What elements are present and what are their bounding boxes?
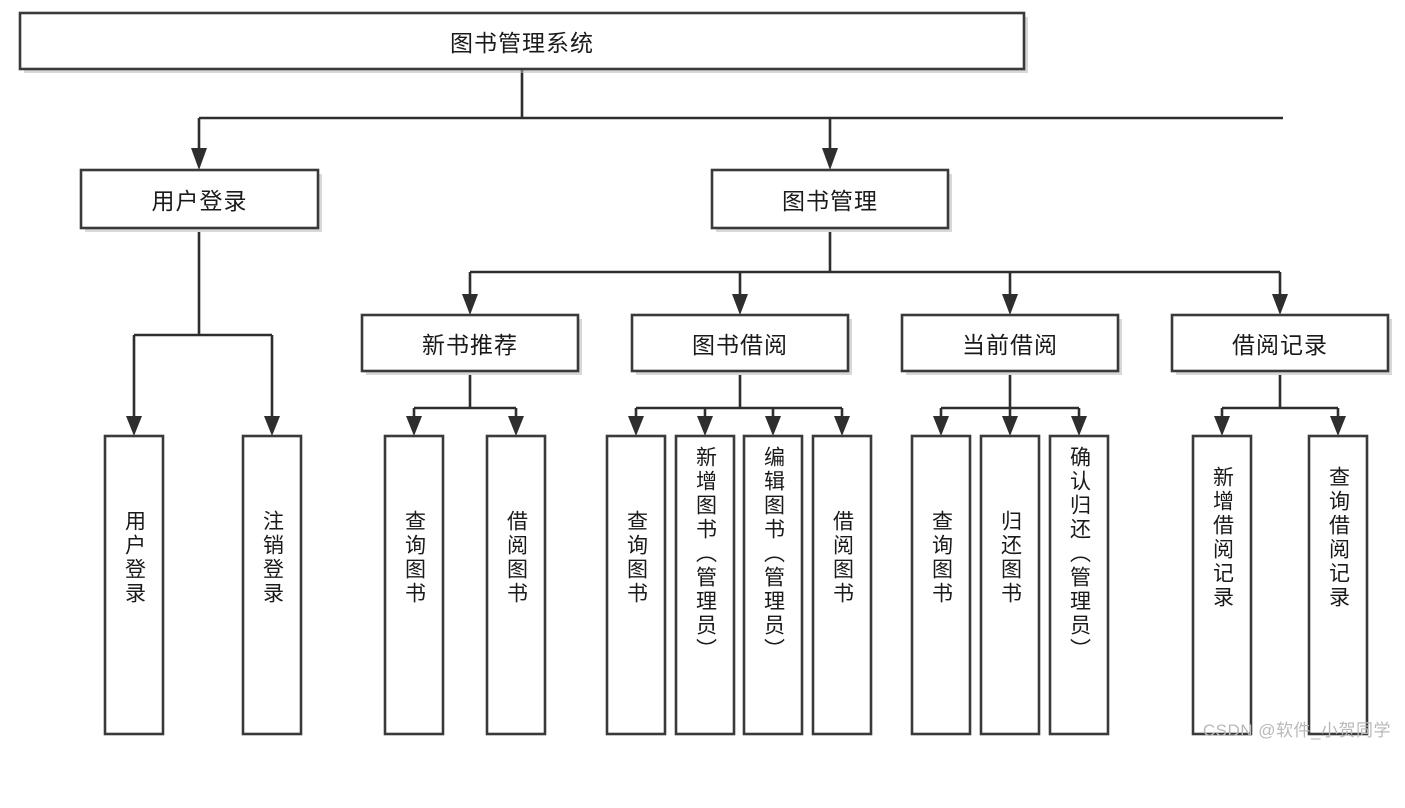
arrow-head-icon [406, 416, 422, 436]
box-outline [811, 434, 873, 736]
arrow-head-icon [933, 416, 949, 436]
connector-bookmanage-to-level3 [462, 232, 1288, 315]
node-leaf-book-borrow-3[interactable] [742, 434, 804, 736]
box-outline [1048, 434, 1110, 736]
box-outline [1191, 434, 1253, 736]
box-outline [79, 168, 320, 230]
node-leaf-new-book-2[interactable] [485, 434, 547, 736]
connector-borrowrecord-to-leaves [1214, 375, 1346, 436]
node-book-management[interactable] [710, 168, 952, 232]
box-outline [103, 434, 165, 736]
box-outline [742, 434, 804, 736]
flowchart-canvas: 图书管理系统 用户登录 图书管理 新书推荐 图书借阅 当前借阅 借阅记录 用户登… [18, 11, 1392, 740]
flowchart-svg [18, 11, 1392, 736]
connector-userlogin-to-leaves [126, 232, 280, 436]
box-outline [605, 434, 667, 736]
connector-newbook-to-leaves [406, 375, 524, 436]
node-leaf-user-login-2[interactable] [241, 434, 303, 736]
box-outline [241, 434, 303, 736]
arrow-head-icon [126, 416, 142, 436]
box-outline [18, 11, 1026, 71]
arrow-head-icon [462, 294, 478, 315]
node-leaf-current-borrow-2[interactable] [979, 434, 1041, 736]
arrow-head-icon [628, 416, 644, 436]
arrow-head-icon [1071, 416, 1087, 436]
node-book-borrow[interactable] [630, 313, 852, 375]
connector-bookborrow-to-leaves [628, 375, 850, 436]
box-outline [383, 434, 445, 736]
box-outline [1170, 313, 1390, 373]
arrow-head-icon [1002, 416, 1018, 436]
arrow-head-icon [191, 148, 207, 170]
connector-currentborrow-to-leaves [933, 375, 1087, 436]
box-outline [1307, 434, 1369, 736]
box-outline [360, 313, 580, 373]
connector-root-to-level2 [191, 69, 1283, 170]
arrow-head-icon [508, 416, 524, 436]
node-leaf-user-login-1[interactable] [103, 434, 165, 736]
box-outline [674, 434, 736, 736]
node-root[interactable] [18, 11, 1028, 73]
node-leaf-current-borrow-1[interactable] [910, 434, 972, 736]
box-outline [979, 434, 1041, 736]
arrow-head-icon [264, 416, 280, 436]
arrow-head-icon [834, 416, 850, 436]
node-leaf-book-borrow-1[interactable] [605, 434, 667, 736]
arrow-head-icon [1002, 294, 1018, 315]
arrow-head-icon [1272, 294, 1288, 315]
arrow-head-icon [1330, 416, 1346, 436]
arrow-head-icon [765, 416, 781, 436]
node-leaf-book-borrow-2[interactable] [674, 434, 736, 736]
box-outline [710, 168, 950, 230]
box-outline [900, 313, 1120, 373]
node-leaf-current-borrow-3[interactable] [1048, 434, 1110, 736]
arrow-head-icon [822, 148, 838, 170]
box-outline [630, 313, 850, 373]
node-current-borrow[interactable] [900, 313, 1122, 375]
arrow-head-icon [1214, 416, 1230, 436]
box-outline [485, 434, 547, 736]
node-leaf-book-borrow-4[interactable] [811, 434, 873, 736]
node-borrow-record[interactable] [1170, 313, 1392, 375]
node-user-login[interactable] [79, 168, 322, 232]
arrow-head-icon [732, 294, 748, 315]
node-leaf-borrow-record-2[interactable] [1307, 434, 1369, 736]
node-new-book-recommend[interactable] [360, 313, 582, 375]
box-outline [910, 434, 972, 736]
node-leaf-new-book-1[interactable] [383, 434, 445, 736]
node-leaf-borrow-record-1[interactable] [1191, 434, 1253, 736]
arrow-head-icon [697, 416, 713, 436]
